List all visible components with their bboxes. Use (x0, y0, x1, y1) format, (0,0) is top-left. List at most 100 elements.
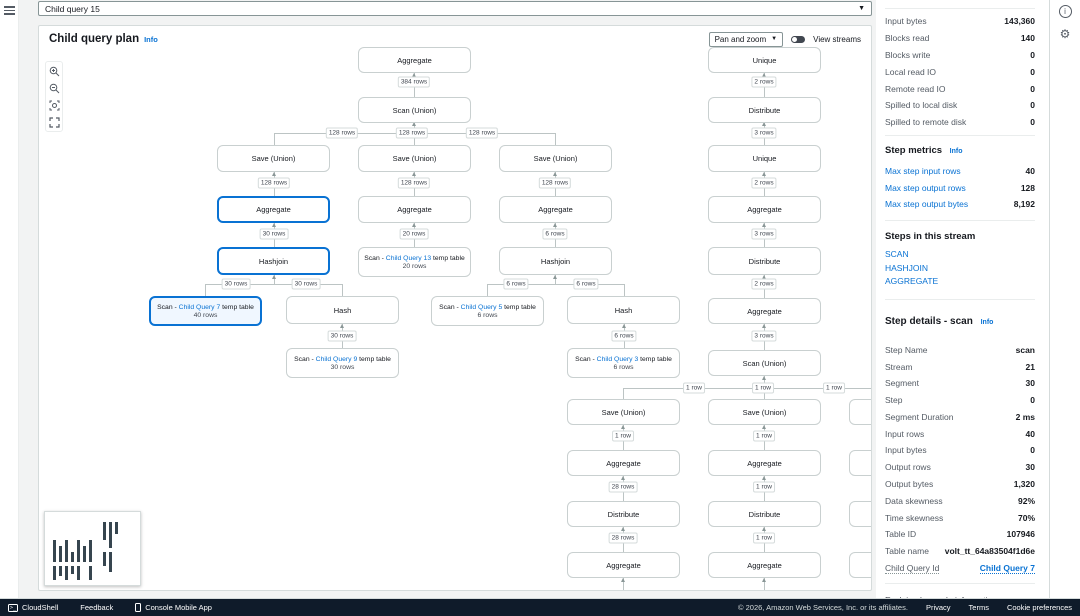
plan-node[interactable]: Save (Union) (358, 145, 471, 172)
plan-node[interactable]: Save (Union) (217, 145, 330, 172)
plan-node[interactable]: Save (Union) (499, 145, 612, 172)
plan-node[interactable]: Distribute (708, 97, 821, 123)
plan-card-header: Child query plan Info Pan and zoom ▼ Vie… (39, 26, 871, 52)
plan-node[interactable]: Distribute (708, 247, 821, 275)
edge-row-count-label: 128 rows (465, 127, 499, 139)
child-query-selector[interactable]: Child query 15 ▼ (38, 1, 872, 16)
plan-node[interactable]: Aggregate (708, 450, 821, 476)
terms-link[interactable]: Terms (968, 603, 989, 612)
plan-node[interactable]: Aggregate (708, 196, 821, 223)
plan-node-rowcount: 20 rows (402, 262, 427, 270)
edge-row-count-label: 6 rows (573, 278, 599, 290)
cloudshell-button[interactable]: >_ CloudShell (8, 603, 59, 612)
settings-panel-button[interactable]: ⚙ (1059, 27, 1072, 40)
plan-node[interactable]: Aggregate (567, 450, 680, 476)
metric-label: Blocks read (885, 33, 930, 44)
plan-node[interactable]: Aggregate (358, 196, 471, 223)
metric-label: Data skewness (885, 495, 943, 506)
plan-info-link[interactable]: Info (144, 34, 158, 44)
metric-label: Input bytes (885, 16, 927, 27)
stream-step-link[interactable]: HASHJOIN (885, 262, 928, 273)
plan-node[interactable]: Aggregate (708, 552, 821, 578)
edge-arrow-up-icon (762, 172, 766, 176)
graph-minimap[interactable] (44, 511, 141, 586)
plan-node[interactable]: Distribute (708, 501, 821, 527)
plan-node[interactable] (849, 450, 871, 476)
plan-node[interactable]: Aggregate (499, 196, 612, 223)
plan-node[interactable]: Unique (708, 47, 821, 73)
step-details-info-link[interactable]: Info (980, 319, 994, 327)
metric-value: 140 (1020, 33, 1035, 44)
metric-label: Step Name (885, 344, 928, 355)
plan-node[interactable]: Aggregate (567, 552, 680, 578)
edge-arrow-up-icon (762, 425, 766, 429)
plan-node[interactable]: Unique (708, 145, 821, 172)
feedback-button[interactable]: Feedback (80, 603, 114, 612)
edge-line (764, 376, 765, 388)
plan-node[interactable] (849, 552, 871, 578)
fullscreen-button[interactable] (47, 115, 61, 129)
edge-arrow-up-icon (762, 578, 766, 582)
view-streams-toggle[interactable] (791, 35, 806, 43)
plan-node[interactable]: Scan (Union) (708, 350, 821, 376)
console-mobile-app-button[interactable]: Console Mobile App (135, 603, 212, 612)
hamburger-menu-icon[interactable] (4, 4, 15, 15)
child-query-link[interactable]: Child Query 9 (315, 355, 358, 363)
child-query-link[interactable]: Child Query 13 (385, 254, 432, 262)
plan-node[interactable]: Aggregate (358, 47, 471, 73)
privacy-link[interactable]: Privacy (925, 603, 951, 612)
metric-link[interactable]: Max step output bytes (885, 199, 969, 210)
plan-node[interactable]: Scan (Union) (358, 97, 471, 123)
child-query-link[interactable]: Child Query 3 (596, 355, 639, 363)
plan-node[interactable]: Save (Union) (567, 399, 680, 425)
edge-line (274, 275, 275, 284)
metric-link[interactable]: Max step input rows (885, 165, 961, 176)
metric-link[interactable]: Max step output rows (885, 182, 966, 193)
child-query-id-link[interactable]: Child Query 7 (979, 562, 1035, 574)
child-query-link[interactable]: Child Query 5 (460, 303, 503, 311)
plan-node-label: Hashjoin (540, 256, 571, 266)
plan-node[interactable]: Aggregate (708, 298, 821, 324)
child-query-link[interactable]: Child Query 7 (178, 303, 221, 311)
edge-row-count-label: 30 rows (221, 278, 251, 290)
plan-node-label: Hash (333, 305, 352, 315)
plan-node[interactable]: Hash (567, 296, 680, 324)
center-graph-button[interactable] (47, 98, 61, 112)
metric-value: volt_tt_64a83504f1d6e (944, 546, 1035, 557)
zoom-in-button[interactable] (47, 64, 61, 78)
edge-line (764, 388, 765, 399)
metric-value: 0 (1030, 49, 1035, 60)
plan-node[interactable]: Distribute (567, 501, 680, 527)
plan-node[interactable]: Save (Union) (708, 399, 821, 425)
plan-node[interactable]: Aggregate (217, 196, 330, 223)
stream-step-link[interactable]: SCAN (885, 249, 909, 260)
plan-node[interactable] (849, 399, 871, 425)
step-metrics-title: Step metrics Info (885, 145, 963, 157)
edge-row-count-label: 2 rows (751, 177, 777, 189)
minimap-node-mark (65, 540, 68, 562)
cookie-preferences-link[interactable]: Cookie preferences (1006, 603, 1072, 612)
plan-node-label: Save (Union) (601, 407, 646, 417)
pan-and-zoom-select[interactable]: Pan and zoom ▼ (708, 31, 784, 47)
zoom-out-button[interactable] (47, 81, 61, 95)
step-metrics-info-link[interactable]: Info (949, 148, 963, 156)
plan-node[interactable] (849, 501, 871, 527)
plan-node[interactable]: Hashjoin (499, 247, 612, 275)
info-panel-button[interactable]: i (1058, 5, 1072, 18)
plan-node-label: Save (Union) (392, 154, 437, 163)
plan-node[interactable]: Hash (286, 296, 399, 324)
edge-arrow-up-icon (621, 425, 625, 429)
child-query-selector-value: Child query 15 (45, 3, 100, 14)
stream-step-link[interactable]: AGGREGATE (885, 275, 939, 286)
plan-node[interactable]: Hashjoin (217, 247, 330, 275)
